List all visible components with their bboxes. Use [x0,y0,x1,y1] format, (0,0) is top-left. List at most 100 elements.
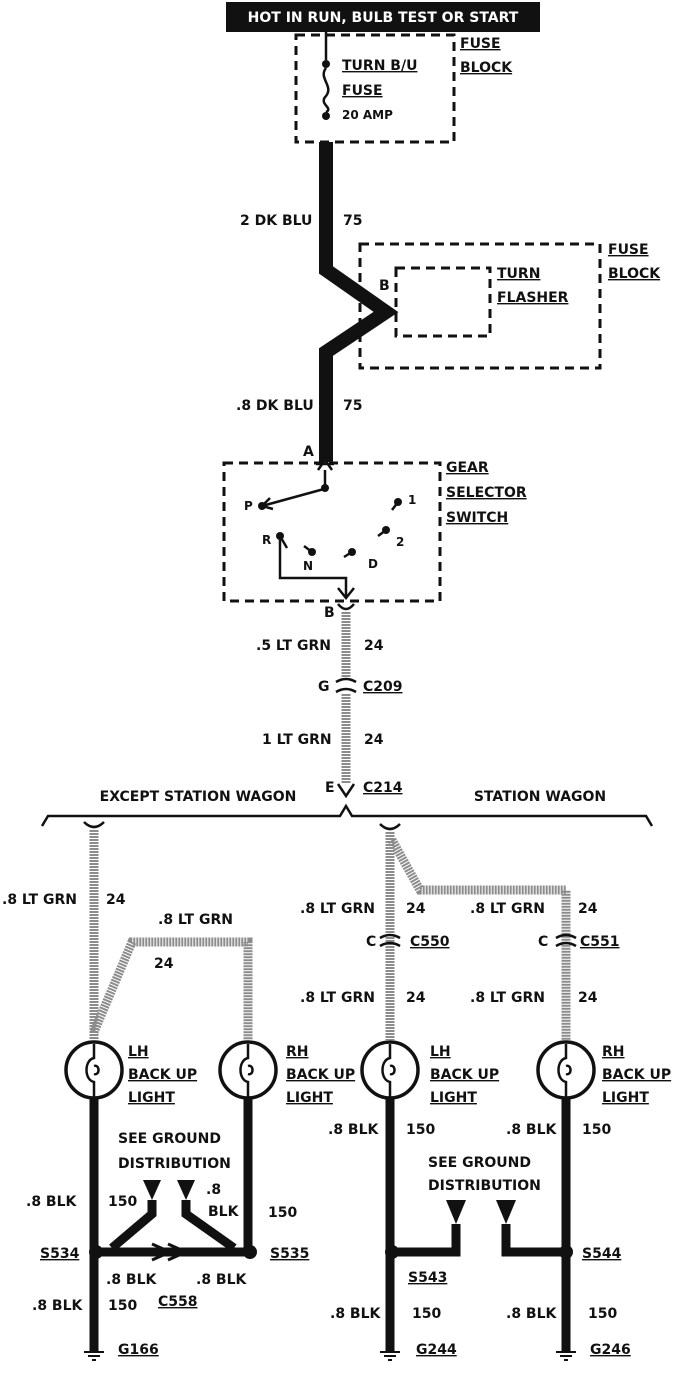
right-blk2-circuit: 150 [582,1122,611,1138]
right-gw1-circuit: 150 [412,1306,441,1322]
left-rh-label2: BACK UP [286,1067,355,1083]
fuse-label-line1: TURN B/U [342,58,417,74]
pos-r-stub [278,535,289,549]
s543-label: S543 [408,1270,447,1286]
wire-lt2-circuit: 24 [364,732,384,748]
fuse-block-flasher [358,242,602,370]
fuse-block-flasher-label2: BLOCK [608,266,661,282]
turn-flasher-box [394,266,492,338]
switch-label1: GEAR [446,460,489,476]
left-rh-label1: RH [286,1044,309,1060]
s535-label: S535 [270,1246,309,1262]
header-title: HOT IN RUN, BULB TEST OR START [248,10,519,26]
left-rh-bulb-filament [239,1044,254,1098]
right-lh-label3: LIGHT [430,1090,477,1106]
pos-d-stub [343,550,353,559]
g246-label: G246 [590,1342,631,1358]
g244-label: G244 [416,1342,457,1358]
left-rh-label3: LIGHT [286,1090,333,1106]
ground-symbol-g246 [556,1351,576,1361]
right-gw2-gauge: .8 BLK [506,1306,558,1322]
right-splice-s544 [559,1245,573,1259]
right-ground-lead-a [390,1224,461,1257]
c209-pin: G [318,679,330,695]
left-wire1-gauge: .8 LT GRN [2,892,77,908]
right-rh-bulb-filament [557,1044,572,1098]
reverse-link-arrow [337,587,355,601]
branch-right-label: STATION WAGON [474,789,606,805]
left-blk-gauge: .8 BLK [26,1194,78,1210]
pos-r-label: R [262,533,271,547]
c551-label: C551 [580,934,620,950]
right-wire3-circuit: 24 [406,990,426,1006]
left-splice-s535 [243,1245,257,1259]
right-see-ground1: SEE GROUND [428,1155,531,1171]
right-lh-label1: LH [430,1044,451,1060]
right-feed-connector [379,823,401,831]
header-banner [226,2,540,32]
switch-pin-a: A [303,444,314,460]
left-lh-bulb-filament [85,1044,100,1098]
ground-symbol-g166 [84,1351,104,1361]
pos-d-label: D [368,557,378,571]
switch-common-contact [321,484,329,492]
left-see-ground1: SEE GROUND [118,1131,221,1147]
dk-blu-wire [319,142,399,462]
pos-n-stub [303,545,313,553]
wire-lt2-gauge: 1 LT GRN [262,732,332,748]
right-wire4-gauge: .8 LT GRN [470,990,545,1006]
switch-connector-b [337,603,355,611]
ground-symbol-g244 [380,1351,400,1361]
fuse-icon [322,67,330,114]
c558-connector [151,1242,190,1262]
left-feed-connector [83,821,105,829]
flasher-label1: TURN [497,266,540,282]
right-ground-arrow-b [496,1200,516,1224]
right-ground-lead-b [501,1224,566,1257]
right-splice-s543 [385,1245,399,1259]
c550-label: C550 [410,934,450,950]
wire-lt1-gauge: .5 LT GRN [256,638,331,654]
right-wire4-circuit: 24 [578,990,598,1006]
reverse-link-wire [278,540,348,596]
flasher-pin-b: B [379,278,390,294]
wire-top-gauge: 2 DK BLU [240,213,312,229]
left-jumper-right: .8 BLK [196,1272,248,1288]
right-gw1-gauge: .8 BLK [330,1306,382,1322]
left-mid-gauge2: BLK [208,1204,240,1220]
fuse-block-top-label2: BLOCK [460,60,513,76]
c214-name: C214 [363,780,403,796]
left-lh-label1: LH [128,1044,149,1060]
right-rh-label3: LIGHT [602,1090,649,1106]
c558-label: C558 [158,1294,198,1310]
left-splice-s534 [89,1245,103,1259]
pos-2-stub [377,529,387,537]
s544-label: S544 [582,1246,622,1262]
right-gw2-circuit: 150 [588,1306,617,1322]
wire-lt1-circuit: 24 [364,638,384,654]
pos-2-label: 2 [396,535,404,549]
branch-brace [40,803,654,827]
left-see-ground2: DISTRIBUTION [118,1156,231,1172]
c214-arrow [336,783,356,799]
right-wire1-circuit: 24 [406,901,426,917]
wire-top-circuit: 75 [343,213,362,229]
fuse-terminal-top [322,60,330,68]
fuse-label-line2: FUSE [342,83,383,99]
fuse-block-top [294,33,456,144]
g166-label: G166 [118,1342,159,1358]
right-see-ground2: DISTRIBUTION [428,1178,541,1194]
left-blk-circuit: 150 [108,1194,137,1210]
switch-label3: SWITCH [446,510,508,526]
left-wire2-gauge: .8 LT GRN [158,912,233,928]
gear-selector-switch [222,461,442,603]
left-ground-wire-circuit: 150 [108,1298,137,1314]
switch-wiper [261,487,325,508]
right-wire3-gauge: .8 LT GRN [300,990,375,1006]
pos-n-label: N [303,559,313,573]
fuse-block-flasher-label1: FUSE [608,242,649,258]
fuse-terminal-bottom [322,112,330,120]
left-wire1-circuit: 24 [106,892,126,908]
pos-1-label: 1 [408,493,416,507]
